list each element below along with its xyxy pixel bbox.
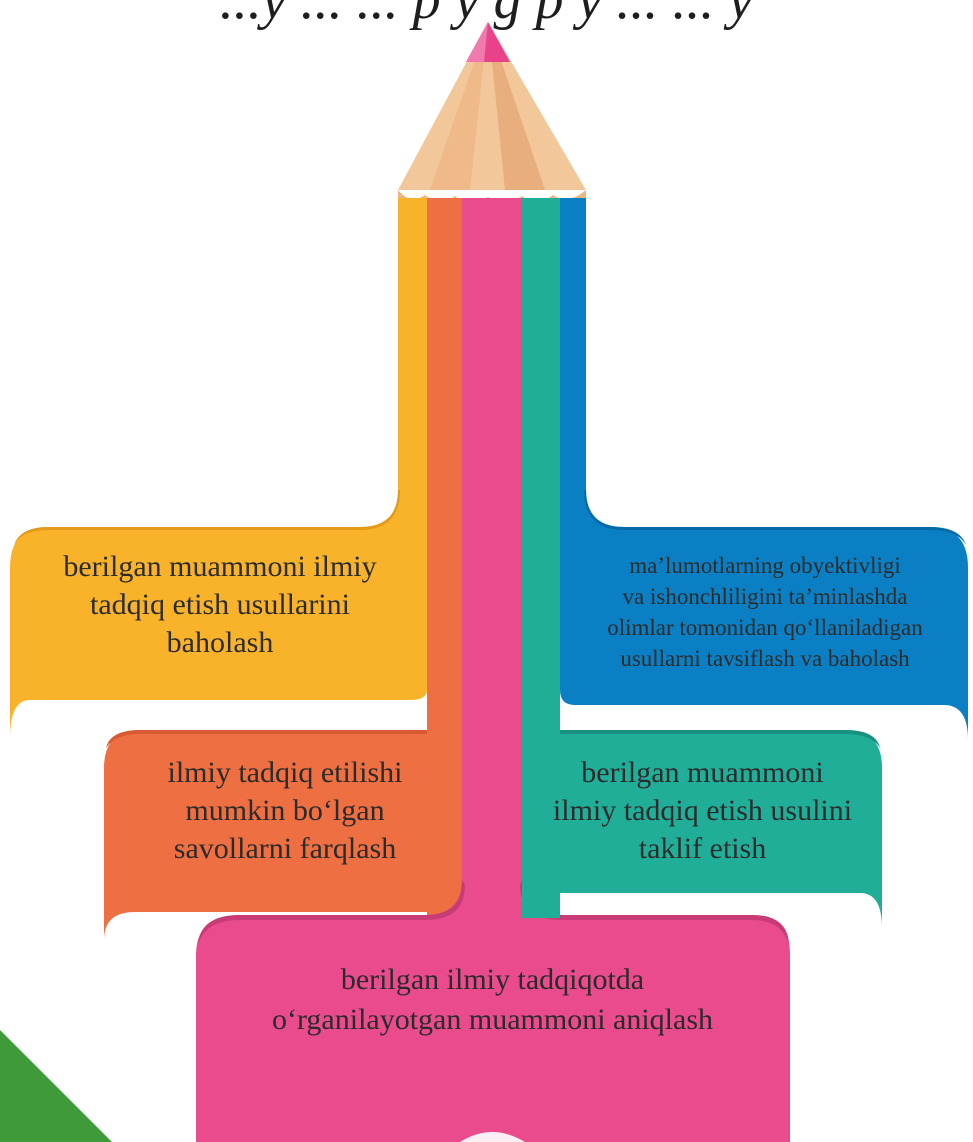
teal-band xyxy=(522,198,882,928)
yellow-band xyxy=(10,198,427,738)
orange-band xyxy=(104,198,462,940)
pencil-tip xyxy=(398,22,586,204)
pink-band-text: berilgan ilmiy tadqiqotda oʻrganilayotga… xyxy=(271,963,714,1036)
pencil-base-notch xyxy=(460,1132,525,1142)
pink-band xyxy=(196,198,790,1142)
teal-band-text: berilgan muammoni ilmiy tadqiq etish usu… xyxy=(552,756,853,865)
green-corner-shape xyxy=(0,1030,112,1142)
blue-band xyxy=(560,198,968,740)
blue-band-text: maʼlumotlarning obyektivligi va ishonchl… xyxy=(607,553,923,671)
yellow-band-text: berilgan muammoni ilmiy tadqiq etish usu… xyxy=(63,550,377,659)
orange-band-text: ilmiy tadqiq etilishi mumkin boʻlgan sav… xyxy=(167,756,403,865)
